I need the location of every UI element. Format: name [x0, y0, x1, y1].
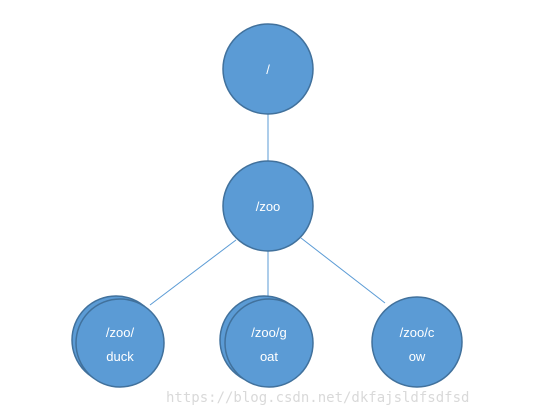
edge-zoo-cow [300, 237, 386, 304]
node-goat-label-line-1: /zoo/g [251, 325, 286, 340]
node-goat-circle [224, 298, 314, 388]
node-root-circle [222, 23, 314, 115]
node-zoo-circle [222, 160, 314, 252]
node-duck-label-line-2: duck [106, 349, 134, 364]
node-cow: /zoo/c ow [371, 296, 463, 388]
node-root-label: / [266, 62, 270, 77]
node-goat-label-line-2: oat [260, 349, 278, 364]
edge-zoo-duck [149, 239, 237, 306]
node-cow-label-line-2: ow [409, 349, 426, 364]
node-cow-circle [371, 296, 463, 388]
node-cow-label-line-1: /zoo/c [400, 325, 435, 340]
node-duck-label-line-1: /zoo/ [106, 325, 135, 340]
node-zoo-label: /zoo [256, 199, 281, 214]
node-root: / [222, 23, 314, 115]
watermark-url: https://blog.csdn.net/dkfajsldfsdfsd [166, 390, 469, 406]
node-zoo: /zoo [222, 160, 314, 252]
node-duck-circle [75, 298, 165, 388]
node-goat: /zoo/g oat [219, 295, 314, 388]
node-duck: /zoo/ duck [71, 295, 165, 388]
